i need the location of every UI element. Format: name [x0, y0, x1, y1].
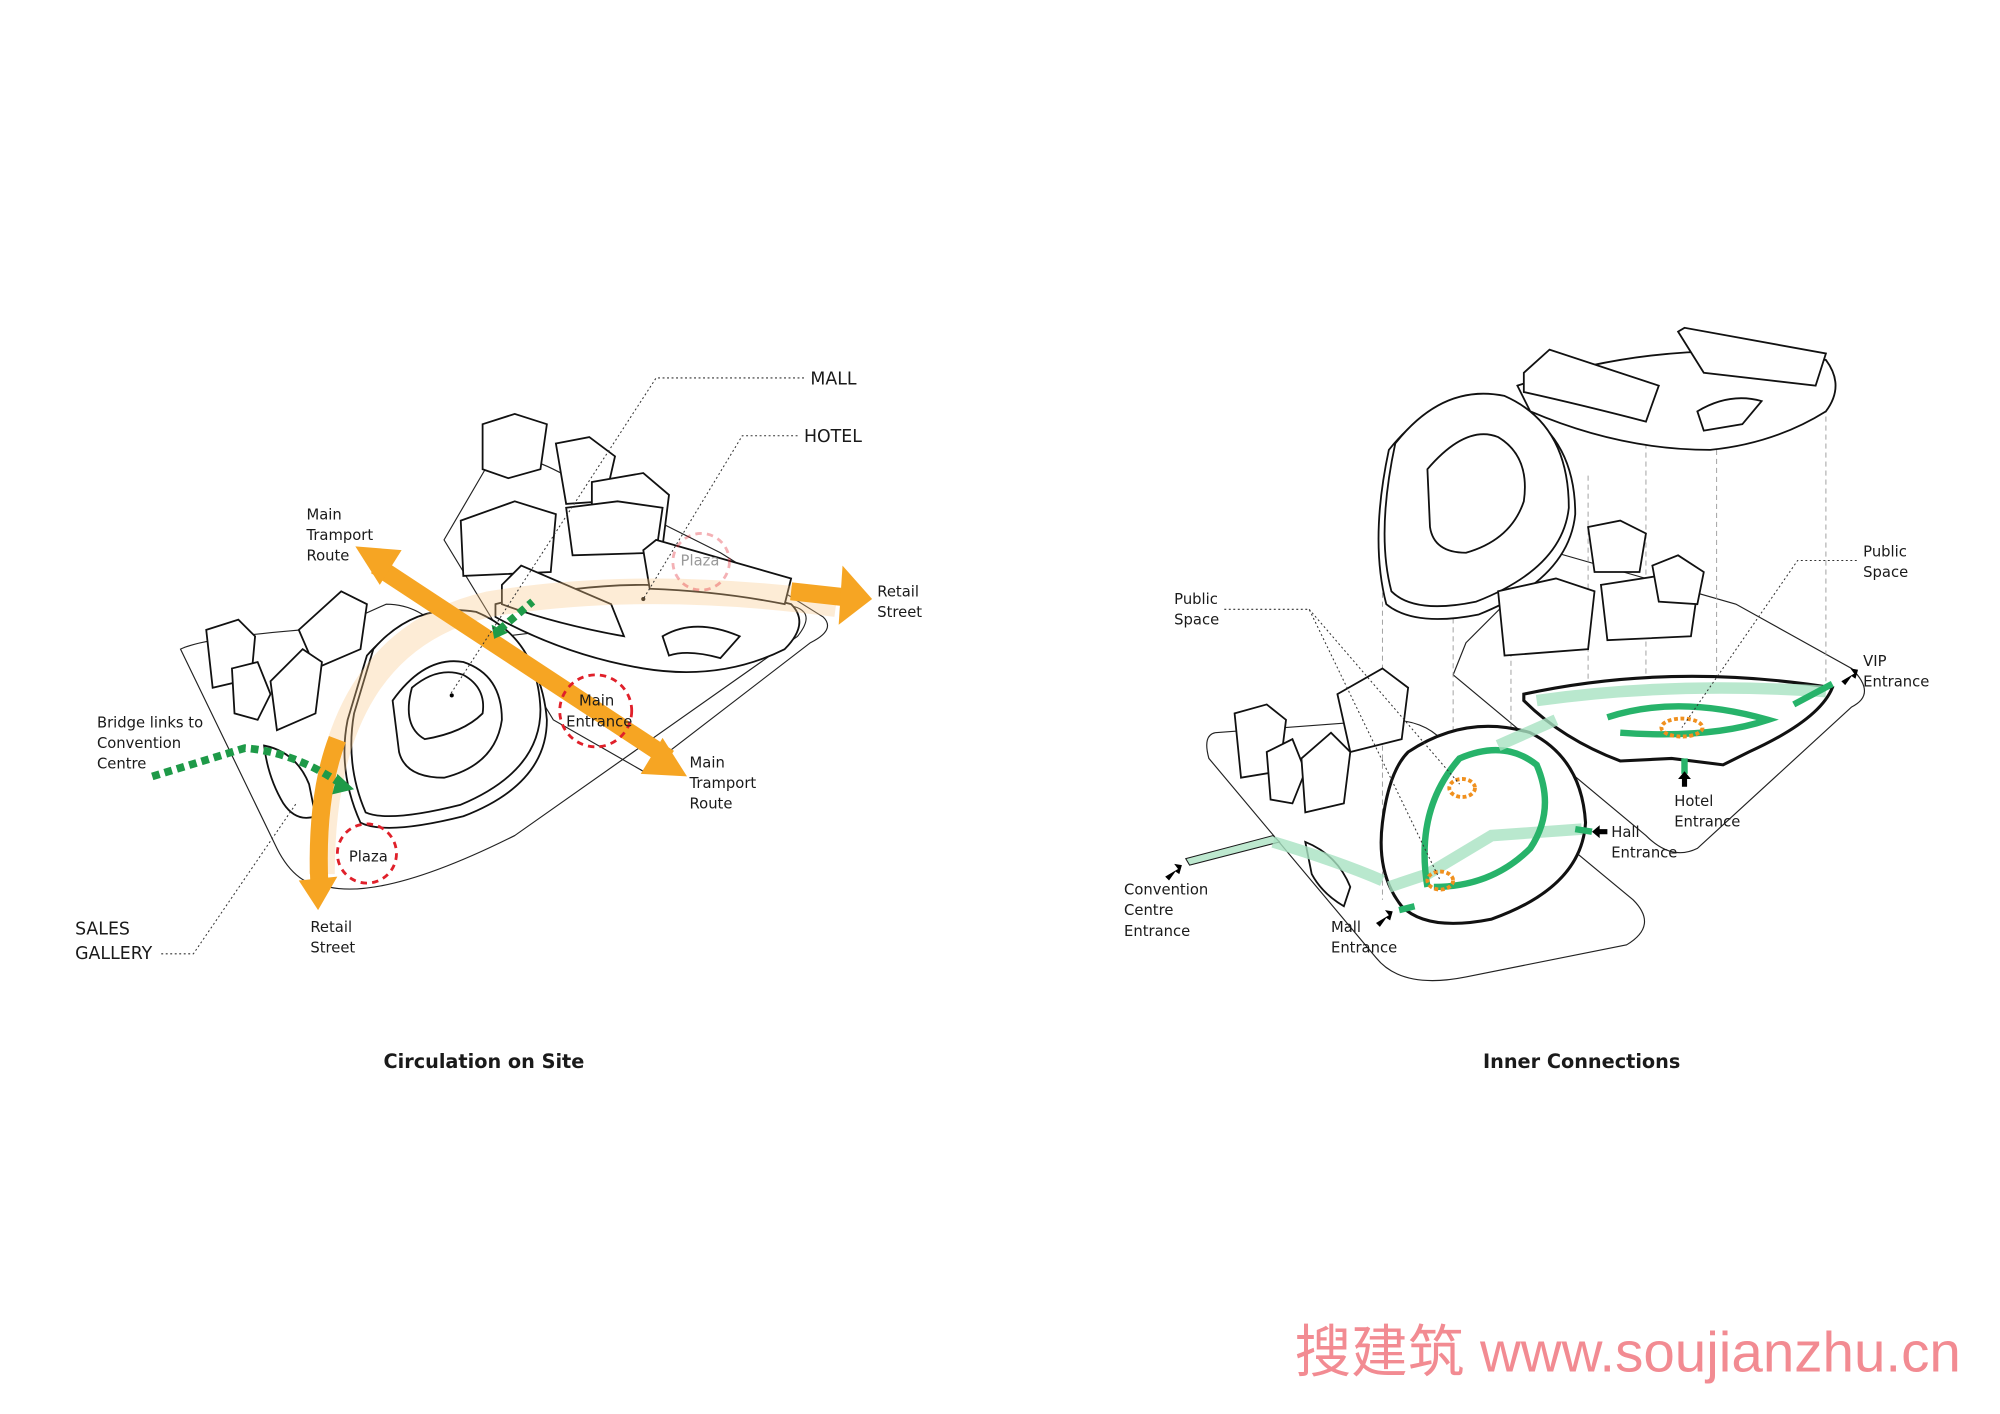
svg-text:Retail: Retail [310, 919, 352, 936]
background-buildings-left [1233, 667, 1410, 814]
svg-text:Route: Route [306, 547, 349, 564]
label-plaza-top: Plaza [681, 553, 720, 570]
svg-text:Main: Main [579, 693, 614, 710]
plaza-marker-bottom [335, 822, 398, 885]
label-public-space-left: Public Space [1174, 591, 1219, 629]
svg-text:Space: Space [1863, 564, 1908, 581]
retail-street-route [298, 565, 873, 911]
background-buildings-right [1497, 519, 1705, 657]
svg-text:Space: Space [1174, 612, 1219, 629]
svg-text:Public: Public [1174, 591, 1218, 608]
label-bridge-links: Bridge links to Convention Centre [97, 715, 203, 773]
svg-text:Tramport: Tramport [305, 527, 373, 544]
arrow-icon [1375, 910, 1393, 927]
arrow-icon [1841, 668, 1859, 686]
background-buildings-left [205, 590, 368, 732]
mall-floor-plan [1379, 724, 1593, 925]
mall-building [343, 609, 548, 829]
label-retail-street-bottom: Retail Street [310, 919, 355, 957]
label-main-transport-route-bottom: Main Tramport Route [689, 754, 757, 812]
svg-text:Public: Public [1863, 544, 1907, 561]
svg-text:Hotel: Hotel [1674, 793, 1713, 810]
site-plate-mall [1206, 719, 1646, 982]
label-retail-street-right: Retail Street [877, 583, 922, 621]
label-hall-entrance: Hall Entrance [1611, 824, 1677, 862]
main-transport-route [355, 546, 687, 777]
plaza-marker-top [671, 532, 731, 592]
svg-text:Entrance: Entrance [1674, 814, 1740, 831]
arrow-icon [1678, 771, 1691, 787]
inner-connections-diagram: Public Space Public Space VIP Entrance H… [1124, 326, 1929, 1073]
svg-text:SALES: SALES [75, 920, 130, 940]
label-vip-entrance: VIP Entrance [1863, 653, 1929, 691]
label-mall-entrance: Mall Entrance [1331, 919, 1397, 957]
bridge-link-path [151, 598, 536, 795]
svg-text:Bridge links to: Bridge links to [97, 715, 203, 732]
svg-text:Entrance: Entrance [1611, 844, 1677, 861]
watermark: 搜建筑 www.soujianzhu.cn [1295, 1321, 1961, 1384]
public-space-marker [1659, 716, 1705, 739]
svg-text:GALLERY: GALLERY [75, 944, 153, 964]
svg-text:Mall: Mall [1331, 919, 1361, 936]
circulation-on-site-diagram: MALL HOTEL Main Tramport Route Retail St… [75, 369, 922, 1073]
link-corridor [1495, 714, 1559, 751]
background-buildings-top [459, 412, 670, 577]
label-plaza-bottom: Plaza [349, 848, 388, 865]
floating-mall-block [1377, 392, 1577, 620]
main-entrance-marker [558, 673, 634, 749]
svg-text:Street: Street [877, 604, 922, 621]
label-public-space-right: Public Space [1863, 544, 1908, 582]
label-hotel-entrance: Hotel Entrance [1674, 793, 1740, 831]
svg-text:Retail: Retail [877, 583, 919, 600]
svg-text:Convention: Convention [97, 735, 181, 752]
svg-text:Hall: Hall [1611, 824, 1639, 841]
svg-text:Main: Main [306, 506, 341, 523]
entrance-arrows [1165, 668, 1859, 927]
svg-text:Tramport: Tramport [689, 775, 757, 792]
title-circulation-on-site: Circulation on Site [383, 1050, 584, 1073]
label-mall: MALL [810, 369, 856, 389]
arrow-icon [1591, 825, 1608, 839]
svg-text:Centre: Centre [1124, 902, 1173, 919]
hotel-floor-plan [1522, 674, 1835, 774]
convention-bridge [1184, 834, 1385, 908]
svg-text:Centre: Centre [97, 756, 146, 773]
svg-text:Entrance: Entrance [1331, 940, 1397, 957]
label-main-transport-route-top: Main Tramport Route [305, 506, 373, 564]
label-convention-centre-entrance: Convention Centre Entrance [1124, 882, 1208, 940]
public-space-marker [1425, 869, 1456, 892]
svg-text:Entrance: Entrance [1863, 673, 1929, 690]
public-space-marker [1447, 777, 1477, 799]
svg-text:Entrance: Entrance [1124, 923, 1190, 940]
svg-text:Entrance: Entrance [566, 713, 632, 730]
floating-hotel-block [1516, 326, 1837, 451]
svg-text:Street: Street [310, 940, 355, 957]
svg-text:VIP: VIP [1863, 653, 1886, 670]
label-main-entrance: Main Entrance [566, 693, 632, 731]
hotel-building [494, 538, 801, 673]
label-hotel: HOTEL [804, 427, 862, 447]
svg-text:Route: Route [690, 796, 733, 813]
svg-text:Convention: Convention [1124, 882, 1208, 899]
label-sales-gallery: SALES GALLERY [75, 920, 153, 964]
title-inner-connections: Inner Connections [1483, 1050, 1680, 1073]
arrow-icon [1165, 863, 1182, 881]
svg-text:Main: Main [690, 754, 725, 771]
